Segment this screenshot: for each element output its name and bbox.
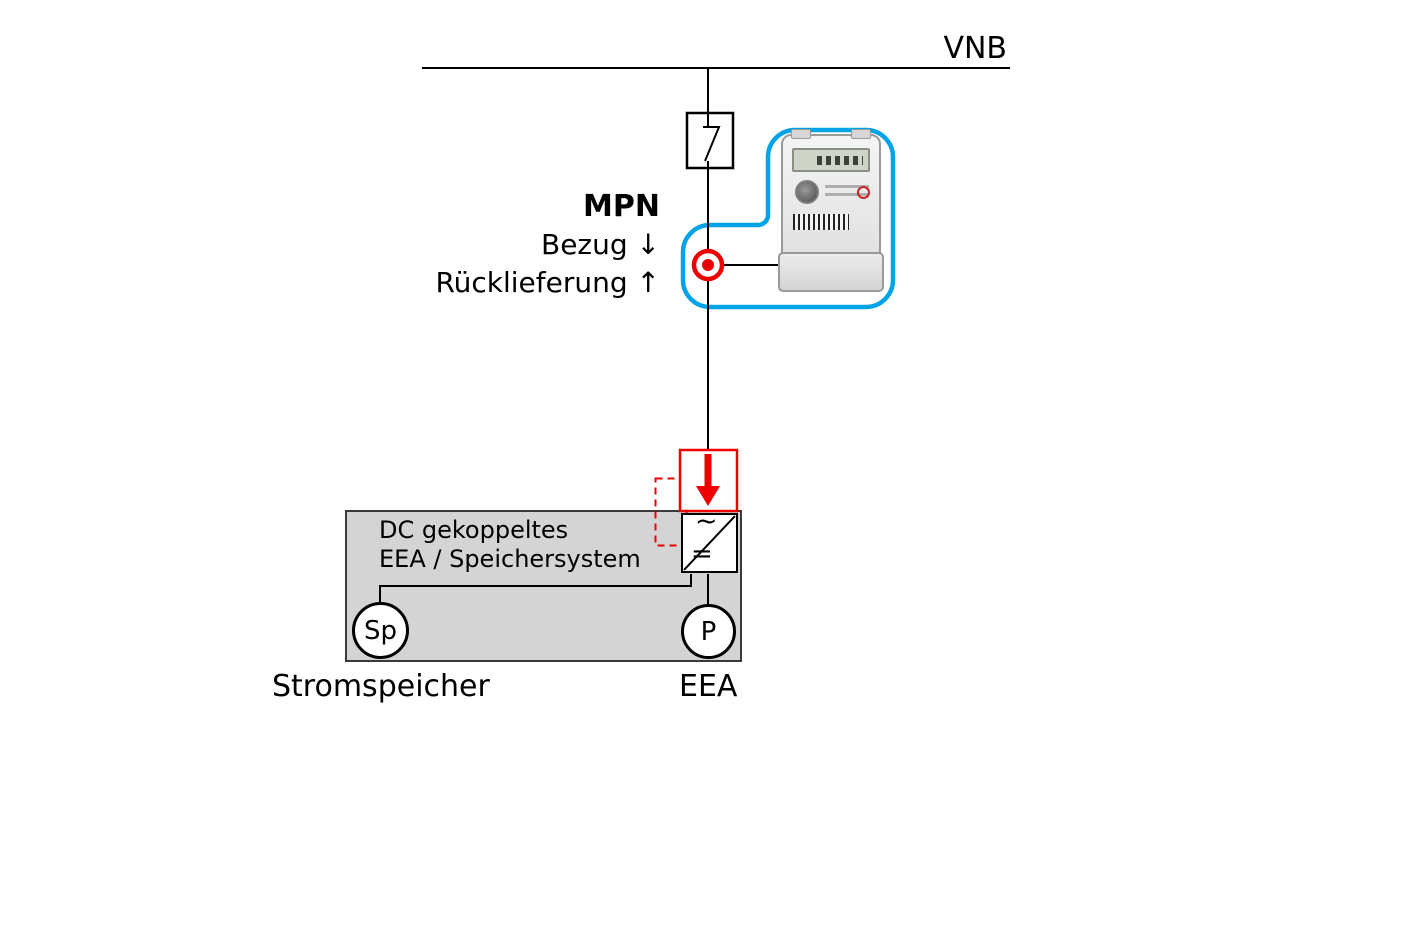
import-direction-label: Bezug ↓ [540,228,660,261]
grid-operator-label: VNB [943,31,1007,66]
flow-direction-box [678,448,739,513]
meter-optical-port [795,180,819,204]
meter-mount-tab-left [791,129,811,139]
generator-node-circle: P [681,604,736,659]
measurement-point-inner [702,259,714,271]
generator-caption: EEA [679,669,738,704]
export-direction-label: Rücklieferung ↑ [435,266,660,299]
storage-node-label: Sp [363,615,397,646]
storage-node-circle: Sp [352,602,409,659]
metering-point-title: MPN [583,189,660,224]
power-flow-arrow [696,454,720,506]
meter-base [778,252,884,292]
breaker-switch-symbol [703,113,721,168]
inverter-dc-symbol: = [691,539,713,569]
metering-point-block: MPN Bezug ↓ Rücklieferung ↑ [435,188,660,302]
breaker-box [685,111,735,170]
electricity-meter-image [778,129,884,292]
inverter-ac-symbol: ~ [695,506,718,537]
inverter-symbol: ~ = [681,506,738,573]
storage-caption: Stromspeicher [272,669,490,704]
inverter-diagonal [683,515,736,571]
dc-system-caption: DC gekoppeltes EEA / Speichersystem [379,516,641,574]
meter-mount-tab-right [851,129,871,139]
meter-barcode [793,214,849,230]
meter-display [792,148,870,172]
measurement-point-outer [691,248,725,282]
dc-system-caption-line1: DC gekoppeltes [379,516,569,544]
dc-system-caption-line2: EEA / Speichersystem [379,545,641,573]
meter-display-digits [817,156,863,165]
meter-seal-mark [857,186,870,199]
generator-node-label: P [700,616,717,647]
